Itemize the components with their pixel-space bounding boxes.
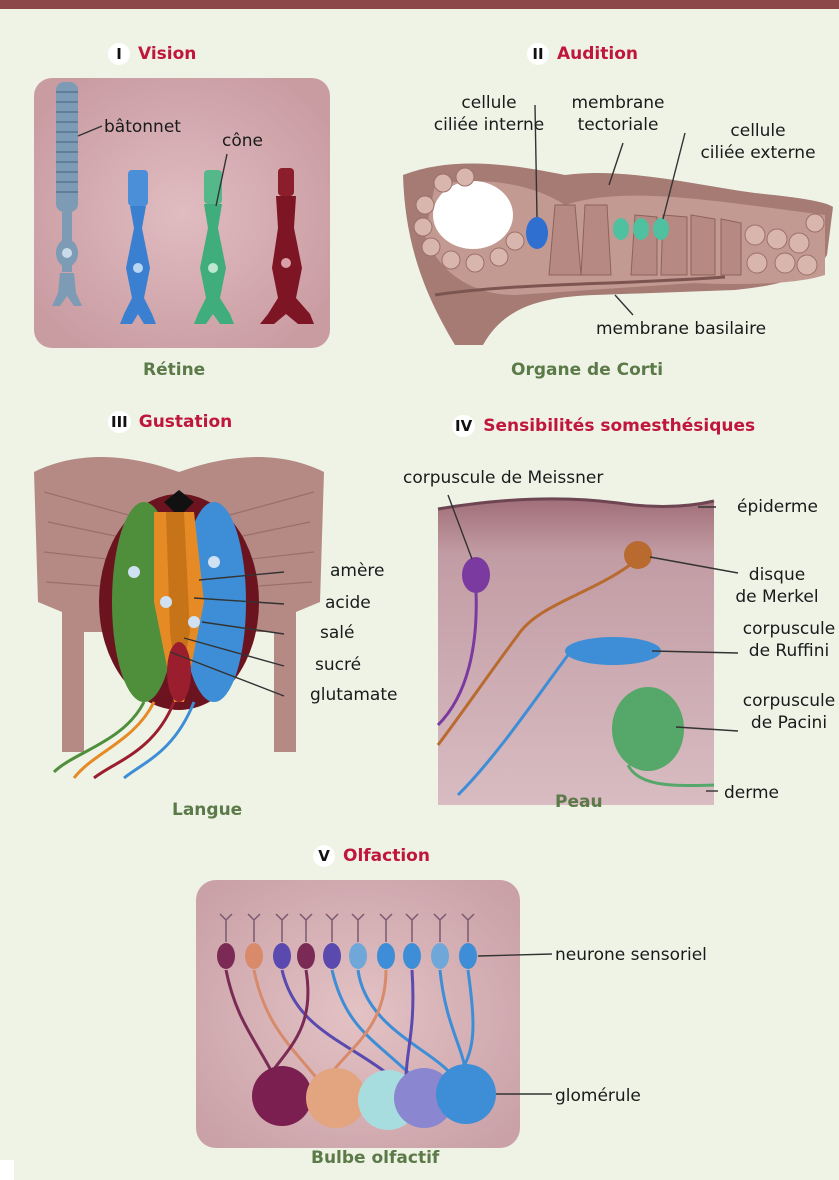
pacini-corpuscle xyxy=(612,687,684,771)
section-gustation-heading: III Gustation xyxy=(108,410,232,434)
label-sucre: sucré xyxy=(315,654,361,676)
label-glutamate: glutamate xyxy=(310,684,397,706)
label-neurone-sensoriel: neurone sensoriel xyxy=(555,944,707,966)
ruffini-corpuscle xyxy=(565,637,661,665)
caption-retine: Rétine xyxy=(143,360,205,380)
section-title: Gustation xyxy=(139,412,233,432)
label-cellule-ciliee-interne: cellule ciliée interne xyxy=(426,92,552,136)
label-line: corpuscule xyxy=(739,618,839,640)
label-ruffini: corpuscule de Ruffini xyxy=(739,618,839,662)
label-line: cellule xyxy=(680,120,836,142)
outer-hair-cells xyxy=(613,218,669,240)
label-line: corpuscule xyxy=(739,690,839,712)
label-derme: derme xyxy=(724,782,779,804)
section-number: II xyxy=(527,43,549,65)
section-vision-heading: I Vision xyxy=(108,42,196,66)
skin-illustration xyxy=(438,495,714,805)
label-line: membrane xyxy=(560,92,676,114)
label-pacini: corpuscule de Pacini xyxy=(739,690,839,734)
section-somesthesie-heading: IV Sensibilités somesthésiques xyxy=(452,414,755,438)
glomeruli xyxy=(252,1064,496,1130)
label-membrane-tectoriale: membrane tectoriale xyxy=(560,92,676,136)
bottom-left-strip xyxy=(0,1160,14,1180)
section-number: III xyxy=(108,411,131,433)
label-line: cellule xyxy=(426,92,552,114)
label-line: tectoriale xyxy=(560,114,676,136)
label-line: de Pacini xyxy=(739,712,839,734)
section-number: IV xyxy=(452,415,475,437)
section-number: I xyxy=(108,43,130,65)
section-title: Sensibilités somesthésiques xyxy=(483,416,755,436)
label-cone: cône xyxy=(222,130,263,152)
caption-organe-de-corti: Organe de Corti xyxy=(511,360,663,380)
top-bar xyxy=(0,0,839,9)
label-sale: salé xyxy=(320,622,354,644)
retina-illustration xyxy=(34,78,330,348)
label-batonnet: bâtonnet xyxy=(104,116,181,138)
label-amere: amère xyxy=(330,560,385,582)
caption-langue: Langue xyxy=(172,800,242,820)
section-title: Vision xyxy=(138,44,196,64)
label-epiderme: épiderme xyxy=(737,496,818,518)
label-meissner: corpuscule de Meissner xyxy=(403,467,603,489)
section-title: Olfaction xyxy=(343,846,430,866)
section-audition-heading: II Audition xyxy=(527,42,638,66)
corti-organ-illustration xyxy=(395,145,835,345)
section-title: Audition xyxy=(557,44,638,64)
inner-hair-cell xyxy=(526,217,548,249)
label-membrane-basilaire: membrane basilaire xyxy=(596,318,766,340)
label-cellule-ciliee-externe: cellule ciliée externe xyxy=(680,120,836,164)
label-line: de Ruffini xyxy=(739,640,839,662)
label-merkel: disque de Merkel xyxy=(732,564,822,608)
caption-bulbe-olfactif: Bulbe olfactif xyxy=(311,1148,439,1168)
taste-bud-illustration xyxy=(34,452,324,780)
label-acide: acide xyxy=(325,592,371,614)
section-olfaction-heading: V Olfaction xyxy=(313,844,430,868)
meissner-corpuscle xyxy=(462,557,490,593)
label-line: disque xyxy=(732,564,822,586)
label-line: ciliée externe xyxy=(680,142,836,164)
label-line: ciliée interne xyxy=(426,114,552,136)
caption-peau: Peau xyxy=(555,792,603,812)
section-number: V xyxy=(313,845,335,867)
label-glomerule: glomérule xyxy=(555,1085,641,1107)
olfactory-bulb-illustration xyxy=(196,880,520,1148)
label-line: de Merkel xyxy=(732,586,822,608)
